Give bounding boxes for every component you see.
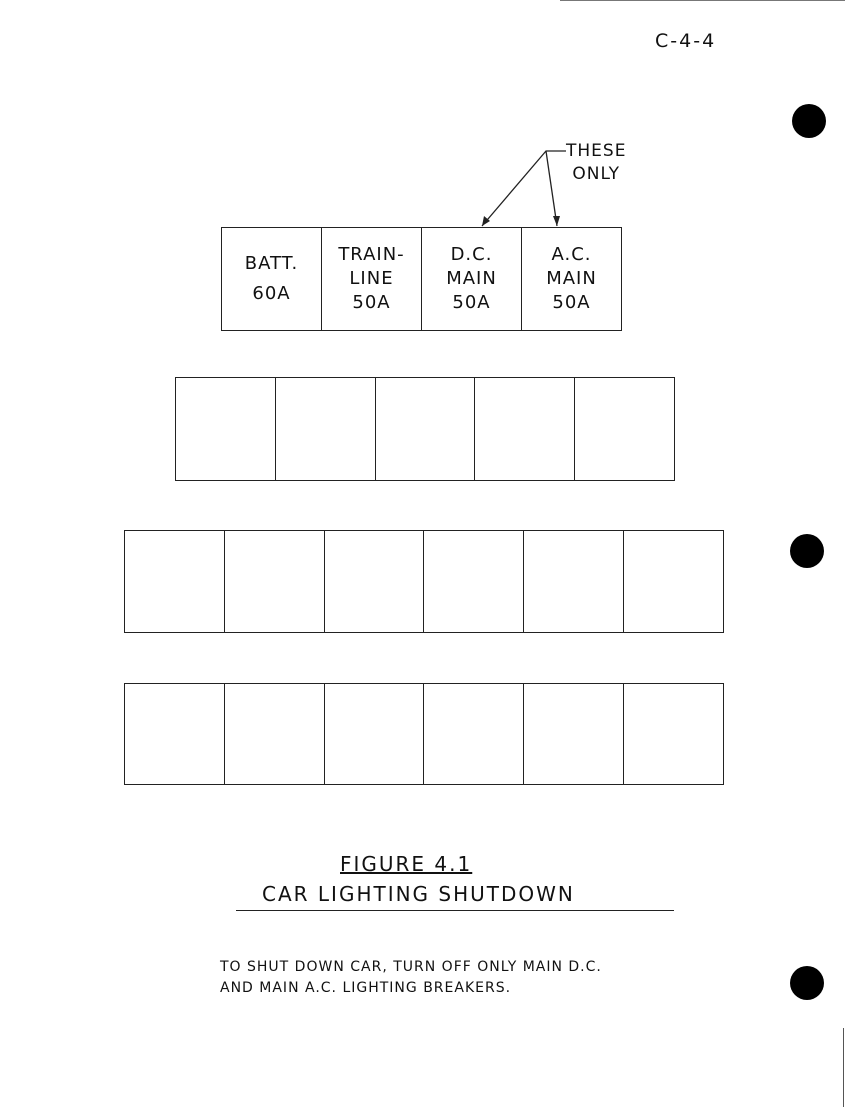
caption-underline <box>236 910 674 911</box>
breaker-name-line-2: LINE <box>349 268 394 289</box>
empty-breaker-row-3 <box>124 683 724 785</box>
punch-hole-bottom <box>790 966 824 1000</box>
note-line-1: TO SHUT DOWN CAR, TURN OFF ONLY MAIN D.C… <box>220 959 602 975</box>
arrowhead-ac-main <box>553 216 560 226</box>
empty-breaker-slot <box>624 684 723 784</box>
punch-hole-top <box>792 104 826 138</box>
page-edge-mark <box>843 1028 844 1107</box>
empty-breaker-slot <box>325 684 425 784</box>
breaker-train-line: TRAIN- LINE 50A <box>322 228 422 330</box>
empty-breaker-row-1 <box>175 377 675 481</box>
empty-breaker-slot <box>325 531 425 632</box>
callout-line-1: THESE <box>566 141 627 161</box>
breaker-batt: BATT. 60A <box>222 228 322 330</box>
leader-to-dc-main <box>481 150 566 227</box>
breaker-dc-main: D.C. MAIN 50A <box>422 228 522 330</box>
empty-breaker-slot <box>125 684 225 784</box>
breaker-panel-row: BATT. 60A TRAIN- LINE 50A D.C. MAIN 50A … <box>221 227 622 331</box>
breaker-rating: 60A <box>252 283 291 304</box>
empty-breaker-slot <box>225 684 325 784</box>
breaker-name-line-2: MAIN <box>546 268 597 289</box>
breaker-rating: 50A <box>552 292 591 313</box>
breaker-ac-main: A.C. MAIN 50A <box>522 228 621 330</box>
empty-breaker-row-2 <box>124 530 724 633</box>
top-edge-rule <box>560 0 845 1</box>
breaker-name-line-1: D.C. <box>450 244 493 265</box>
shutdown-note: TO SHUT DOWN CAR, TURN OFF ONLY MAIN D.C… <box>220 957 602 999</box>
empty-breaker-slot <box>524 684 625 784</box>
empty-breaker-slot <box>125 531 225 632</box>
empty-breaker-slot <box>376 378 476 480</box>
callout-line-2: ONLY <box>572 164 621 184</box>
empty-breaker-slot <box>225 531 325 632</box>
breaker-name-line-2: MAIN <box>446 268 497 289</box>
empty-breaker-slot <box>524 531 625 632</box>
empty-breaker-slot <box>276 378 376 480</box>
empty-breaker-slot <box>424 531 525 632</box>
page-code: C-4-4 <box>655 30 717 52</box>
breaker-name-line-1: A.C. <box>551 244 592 265</box>
arrowhead-dc-main <box>482 216 490 226</box>
note-line-2: AND MAIN A.C. LIGHTING BREAKERS. <box>220 980 512 996</box>
breaker-rating: 50A <box>352 292 391 313</box>
empty-breaker-slot <box>176 378 276 480</box>
empty-breaker-slot <box>424 684 525 784</box>
figure-title: FIGURE 4.1 <box>340 852 473 876</box>
breaker-rating: 50A <box>452 292 491 313</box>
callout-these-only: THESE ONLY <box>566 140 626 186</box>
figure-caption: CAR LIGHTING SHUTDOWN <box>262 882 575 906</box>
breaker-name: BATT. <box>244 253 299 274</box>
leader-to-ac-main <box>545 150 558 227</box>
empty-breaker-slot <box>475 378 576 480</box>
breaker-name-line-1: TRAIN- <box>338 244 405 265</box>
punch-hole-middle <box>790 534 824 568</box>
empty-breaker-slot <box>575 378 674 480</box>
empty-breaker-slot <box>624 531 723 632</box>
